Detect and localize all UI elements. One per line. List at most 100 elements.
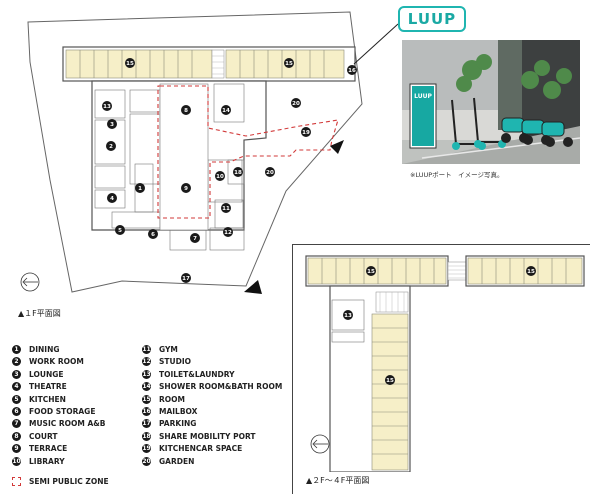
1f-marker-label: 3 xyxy=(110,122,114,128)
north-arrow-upper xyxy=(310,434,330,454)
legend-item: 3 LOUNGE xyxy=(12,369,64,379)
1f-marker-label: 14 xyxy=(222,108,230,114)
1f-marker-4 xyxy=(107,193,117,203)
1f-marker-14 xyxy=(221,105,231,115)
1f-marker-label: 4 xyxy=(110,196,114,202)
up-marker-label: 15 xyxy=(527,269,535,275)
up-marker-13 xyxy=(343,310,353,320)
1f-marker-label: 19 xyxy=(302,130,310,136)
legend-label: FOOD STORAGE xyxy=(29,407,96,416)
floor2-4-title: ▲２F～４F平面図 xyxy=(306,476,370,485)
legend-item: 19 KITCHENCAR SPACE xyxy=(142,444,243,454)
1f-marker-15 xyxy=(125,58,135,68)
1f-marker-label: 6 xyxy=(151,232,155,238)
1f-marker-11 xyxy=(221,203,231,213)
1f-marker-18 xyxy=(233,167,243,177)
up-marker-label: 15 xyxy=(367,269,375,275)
legend-number-badge: 9 xyxy=(12,444,21,454)
legend-label: ROOM xyxy=(159,394,185,404)
1f-marker-19 xyxy=(301,127,311,137)
1f-marker-label: 9 xyxy=(184,186,188,192)
1f-marker-label: 11 xyxy=(222,206,230,212)
luup-logo-text: LUUP xyxy=(407,10,457,28)
legend-number-badge: 19 xyxy=(142,444,151,454)
1f-marker-1 xyxy=(135,183,145,193)
legend-label: LIBRARY xyxy=(29,456,65,466)
photo-caption: ※LUUPポート イメージ写真。 xyxy=(410,171,504,179)
legend-item: 13 TOILET&LAUNDRY xyxy=(142,369,235,379)
legend-number-badge: 10 xyxy=(12,456,21,466)
1f-marker-20 xyxy=(265,167,275,177)
1f-marker-3 xyxy=(107,119,117,129)
1f-marker-label: 20 xyxy=(292,101,300,107)
1f-marker-label: 18 xyxy=(234,170,242,176)
1f-marker-label: 8 xyxy=(184,108,188,114)
luup-logo: LUUP xyxy=(398,6,466,32)
legend-label: SHOWER ROOM&BATH ROOM xyxy=(159,382,283,392)
legend-item: 9 TERRACE xyxy=(12,444,68,454)
legend-number-badge: 12 xyxy=(142,357,151,367)
legend-number-badge: 6 xyxy=(12,407,21,416)
legend-item: 18 SHARE MOBILITY PORT xyxy=(142,431,256,441)
legend-label: GYM xyxy=(159,345,178,354)
legend-label: TOILET&LAUNDRY xyxy=(159,369,235,379)
legend-label: LOUNGE xyxy=(29,369,64,379)
1f-marker-10 xyxy=(215,171,225,181)
legend-number-badge: 8 xyxy=(12,431,21,441)
legend-label: KITCHENCAR SPACE xyxy=(159,444,243,454)
legend-label: MUSIC ROOM A&B xyxy=(29,419,106,429)
luup-port-photo: LUUP xyxy=(402,40,580,164)
1f-marker-label: 17 xyxy=(182,276,190,282)
legend-label: TERRACE xyxy=(29,444,68,454)
legend-number-badge: 13 xyxy=(142,369,151,379)
legend-label: COURT xyxy=(29,431,58,441)
1f-marker-13 xyxy=(102,101,112,111)
legend-label: SHARE MOBILITY PORT xyxy=(159,431,256,441)
entrance-arrow-east xyxy=(330,140,344,154)
legend-number-badge: 7 xyxy=(12,419,21,429)
1f-marker-label: 15 xyxy=(285,61,293,67)
legend-number-badge: 20 xyxy=(142,456,151,466)
legend-item: 17 PARKING xyxy=(142,419,197,429)
legend-item: 10 LIBRARY xyxy=(12,456,65,466)
semi-public-swatch xyxy=(12,477,21,486)
1f-marker-2 xyxy=(106,141,116,151)
semi-public-label: SEMI PUBLIC ZONE xyxy=(29,477,109,486)
floor1-title: ▲１F平面図 xyxy=(18,309,61,318)
1f-marker-15 xyxy=(284,58,294,68)
entrance-arrow-south xyxy=(244,280,262,294)
legend-number-badge: 5 xyxy=(12,394,21,404)
1f-marker-label: 2 xyxy=(109,144,113,150)
upper-floor-frame xyxy=(292,244,590,494)
legend-number-badge: 17 xyxy=(142,419,151,429)
1f-marker-label: 7 xyxy=(193,236,197,242)
1f-marker-7 xyxy=(190,233,200,243)
1f-marker-5 xyxy=(115,225,125,235)
up-marker-15 xyxy=(385,375,395,385)
1f-marker-20 xyxy=(291,98,301,108)
1f-marker-17 xyxy=(181,273,191,283)
1f-marker-label: 16 xyxy=(348,68,356,74)
1f-marker-label: 20 xyxy=(266,170,274,176)
legend-number-badge: 18 xyxy=(142,431,151,441)
legend-number-badge: 4 xyxy=(12,382,21,392)
semi-public-legend: SEMI PUBLIC ZONE xyxy=(12,477,109,486)
1f-marker-label: 12 xyxy=(224,230,232,236)
legend-label: PARKING xyxy=(159,419,197,429)
1f-marker-label: 1 xyxy=(138,186,142,192)
1f-marker-8 xyxy=(181,105,191,115)
legend-item: 8 COURT xyxy=(12,431,58,441)
legend-number-badge: 2 xyxy=(12,357,21,367)
legend-number-badge: 3 xyxy=(12,369,21,379)
